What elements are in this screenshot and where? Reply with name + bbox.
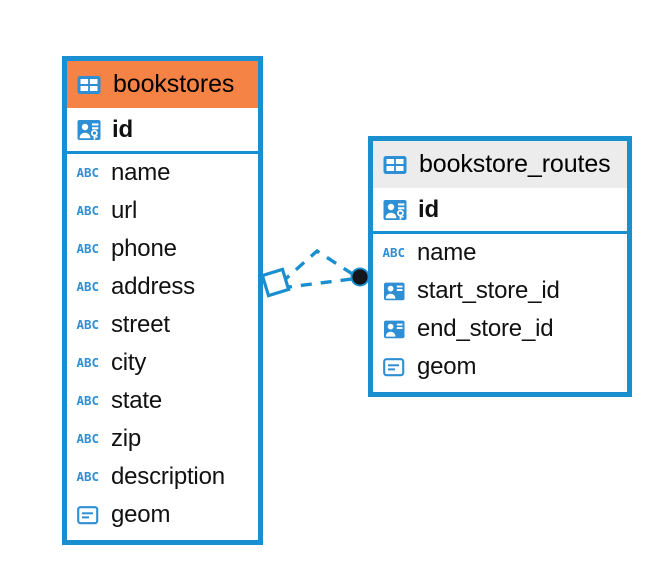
svg-text:ABC: ABC xyxy=(77,469,100,484)
text-abc-icon: ABC xyxy=(77,431,100,446)
field-row-start-store-id[interactable]: start_store_id xyxy=(373,272,627,310)
field-label-id: id xyxy=(112,115,133,143)
field-row-address[interactable]: ABC address xyxy=(67,268,258,306)
geometry-icon xyxy=(383,357,405,376)
primary-key-badge-icon xyxy=(383,199,407,220)
field-row-street[interactable]: ABC street xyxy=(67,306,258,344)
field-row-name[interactable]: ABC name xyxy=(67,154,258,192)
svg-text:ABC: ABC xyxy=(383,245,406,260)
entity-title-bookstore-routes: bookstore_routes xyxy=(419,150,611,178)
text-abc-icon: ABC xyxy=(77,393,100,408)
field-label: name xyxy=(111,159,171,186)
text-abc-icon: ABC xyxy=(77,203,100,218)
field-label: address xyxy=(111,273,195,300)
field-row-primary-key[interactable]: id xyxy=(373,188,627,234)
field-label-id: id xyxy=(418,195,439,223)
text-abc-icon: ABC xyxy=(77,317,100,332)
field-list-bookstore-routes: ABC name start_store_id xyxy=(373,234,627,392)
entity-table-bookstores[interactable]: bookstores id ABC name xyxy=(62,56,263,545)
field-row-primary-key[interactable]: id xyxy=(67,108,258,154)
field-list-bookstores: ABC name ABC url ABC phone ABC ad xyxy=(67,154,258,540)
field-row-end-store-id[interactable]: end_store_id xyxy=(373,310,627,348)
field-row-geom[interactable]: geom xyxy=(67,496,258,534)
field-label: name xyxy=(417,239,477,266)
svg-text:ABC: ABC xyxy=(77,393,100,408)
field-row-geom[interactable]: geom xyxy=(373,348,627,386)
field-row-description[interactable]: ABC description xyxy=(67,458,258,496)
text-abc-icon: ABC xyxy=(77,355,100,370)
field-label: url xyxy=(111,197,138,224)
text-abc-icon: ABC xyxy=(77,165,100,180)
svg-text:ABC: ABC xyxy=(77,203,100,218)
svg-text:ABC: ABC xyxy=(77,355,100,370)
field-row-url[interactable]: ABC url xyxy=(67,192,258,230)
field-list-spacer xyxy=(373,386,627,392)
text-abc-icon: ABC xyxy=(77,279,100,294)
field-row-zip[interactable]: ABC zip xyxy=(67,420,258,458)
relationship-source-endpoint-icon xyxy=(260,267,291,298)
relationship-line-upper xyxy=(279,248,355,285)
field-label: end_store_id xyxy=(417,315,554,342)
table-grid-icon xyxy=(383,155,407,174)
svg-text:ABC: ABC xyxy=(77,241,100,256)
field-label: geom xyxy=(417,353,477,380)
entity-title-bookstores: bookstores xyxy=(113,70,235,98)
field-label: start_store_id xyxy=(417,277,560,304)
field-label: geom xyxy=(111,501,171,528)
text-abc-icon: ABC xyxy=(77,241,100,256)
primary-key-badge-icon xyxy=(77,119,101,140)
table-grid-icon xyxy=(77,75,101,94)
relationship-line-lower xyxy=(280,277,353,290)
field-label: description xyxy=(111,463,225,490)
entity-table-bookstore-routes[interactable]: bookstore_routes id ABC name xyxy=(368,136,632,397)
field-list-spacer xyxy=(67,534,258,540)
svg-text:ABC: ABC xyxy=(77,317,100,332)
foreign-key-badge-icon xyxy=(384,282,405,300)
text-abc-icon: ABC xyxy=(383,245,406,260)
field-label: city xyxy=(111,349,147,376)
text-abc-icon: ABC xyxy=(77,469,100,484)
entity-header-bookstores: bookstores xyxy=(67,61,258,108)
field-row-name[interactable]: ABC name xyxy=(373,234,627,272)
foreign-key-badge-icon xyxy=(384,320,405,338)
svg-text:ABC: ABC xyxy=(77,431,100,446)
field-row-state[interactable]: ABC state xyxy=(67,382,258,420)
svg-text:ABC: ABC xyxy=(77,165,100,180)
field-label: phone xyxy=(111,235,177,262)
field-label: zip xyxy=(111,425,142,452)
field-row-city[interactable]: ABC city xyxy=(67,344,258,382)
svg-text:ABC: ABC xyxy=(77,279,100,294)
relationship-target-endpoint-icon xyxy=(350,267,370,287)
field-row-phone[interactable]: ABC phone xyxy=(67,230,258,268)
field-label: street xyxy=(111,311,170,338)
field-label: state xyxy=(111,387,163,414)
geometry-icon xyxy=(77,505,99,524)
entity-header-bookstore-routes: bookstore_routes xyxy=(373,141,627,188)
